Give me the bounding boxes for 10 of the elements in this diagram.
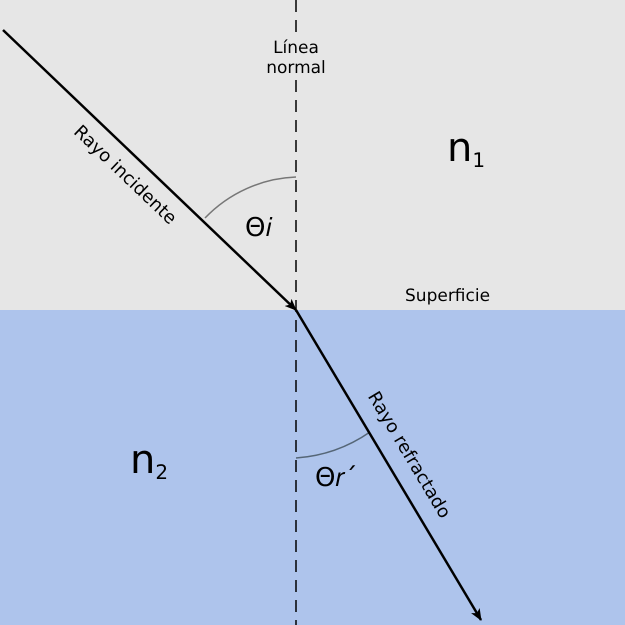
medium-region: [0, 0, 625, 310]
ray-arrow: [2, 29, 297, 311]
angle-label: Θ𝑟´: [315, 463, 358, 494]
text-label: Superficie: [405, 286, 490, 306]
refractive-index-label: n$_{1}$: [447, 128, 486, 170]
medium-region: [0, 310, 625, 625]
ray-arrow: [294, 309, 482, 621]
normal-line: [295, 0, 297, 625]
refractive-index-label: n$_{2}$: [130, 440, 168, 482]
angle-label: Θ𝑖: [245, 213, 272, 244]
